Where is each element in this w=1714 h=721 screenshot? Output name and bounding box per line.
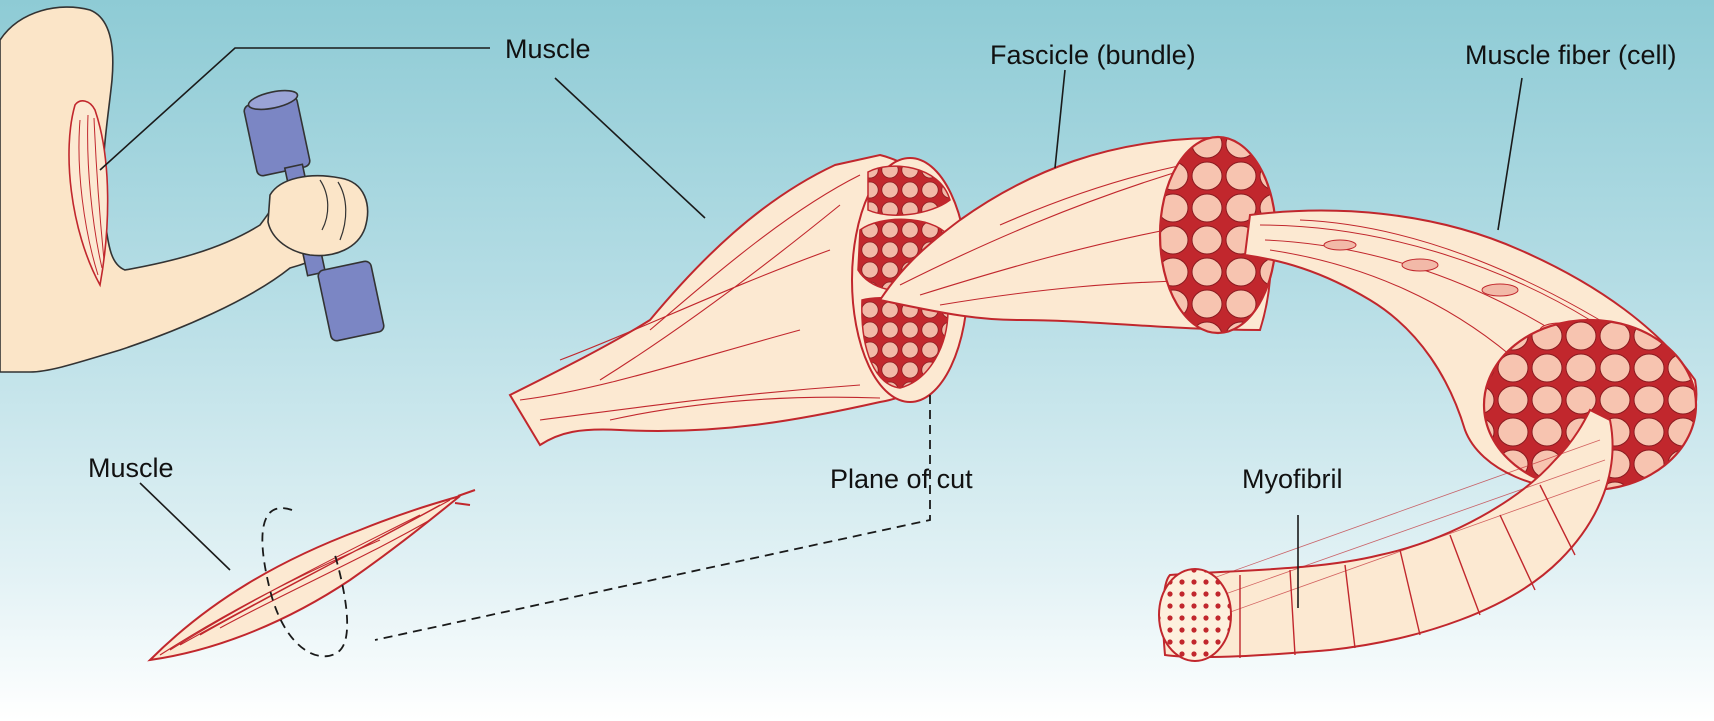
label-myofibril: Myofibril <box>1242 466 1343 493</box>
leader-muscle-fiber <box>1498 78 1522 230</box>
leader-fascicle <box>1055 70 1065 168</box>
label-fascicle: Fascicle (bundle) <box>990 42 1196 69</box>
fascicle <box>880 137 1276 333</box>
label-muscle-small: Muscle <box>88 455 174 482</box>
small-muscle <box>150 490 475 660</box>
label-muscle-arm: Muscle <box>505 36 591 63</box>
label-plane-of-cut: Plane of cut <box>830 466 973 493</box>
fist <box>268 176 368 256</box>
leader-muscle-main <box>555 78 705 218</box>
leader-muscle-small <box>140 483 230 570</box>
label-muscle-fiber: Muscle fiber (cell) <box>1465 42 1677 69</box>
muscle-fiber <box>1245 211 1696 491</box>
